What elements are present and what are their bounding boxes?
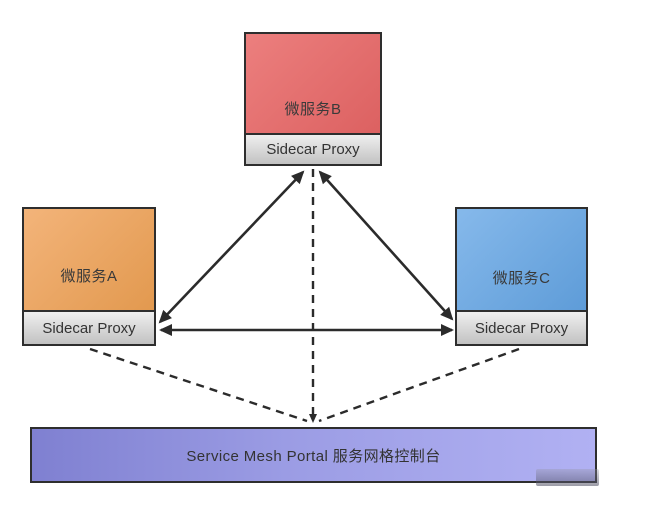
service-a-sidecar-label: Sidecar Proxy: [42, 319, 136, 337]
service-c-sidecar: Sidecar Proxy: [457, 312, 586, 344]
service-a-label: 微服务A: [60, 268, 118, 285]
service-a-sidecar: Sidecar Proxy: [24, 312, 154, 344]
control-plane-label: Service Mesh Portal 服务网格控制台: [186, 447, 441, 465]
service-c-label: 微服务C: [492, 270, 551, 287]
service-b-sidecar-label: Sidecar Proxy: [266, 141, 360, 158]
service-b-label: 微服务B: [284, 101, 342, 118]
service-b-sidecar: Sidecar Proxy: [246, 135, 380, 164]
service-c-box: 微服务C: [457, 209, 586, 312]
edge-sidecar-c-to-control: [318, 347, 520, 423]
service-b-box: 微服务B: [246, 34, 380, 135]
edge-sidecar-b-to-sidecar-c: [318, 170, 454, 321]
service-b-node: 微服务B Sidecar Proxy: [244, 32, 382, 166]
service-c-sidecar-label: Sidecar Proxy: [474, 319, 569, 337]
service-a-node: 微服务A Sidecar Proxy: [22, 207, 156, 346]
service-a-box: 微服务A: [24, 209, 154, 312]
watermark: [536, 469, 599, 486]
service-c-node: 微服务C Sidecar Proxy: [455, 207, 588, 346]
control-plane-box: Service Mesh Portal 服务网格控制台: [30, 427, 597, 483]
edge-sidecar-a-to-control: [89, 347, 308, 423]
edge-sidecar-a-to-sidecar-b: [158, 170, 305, 324]
